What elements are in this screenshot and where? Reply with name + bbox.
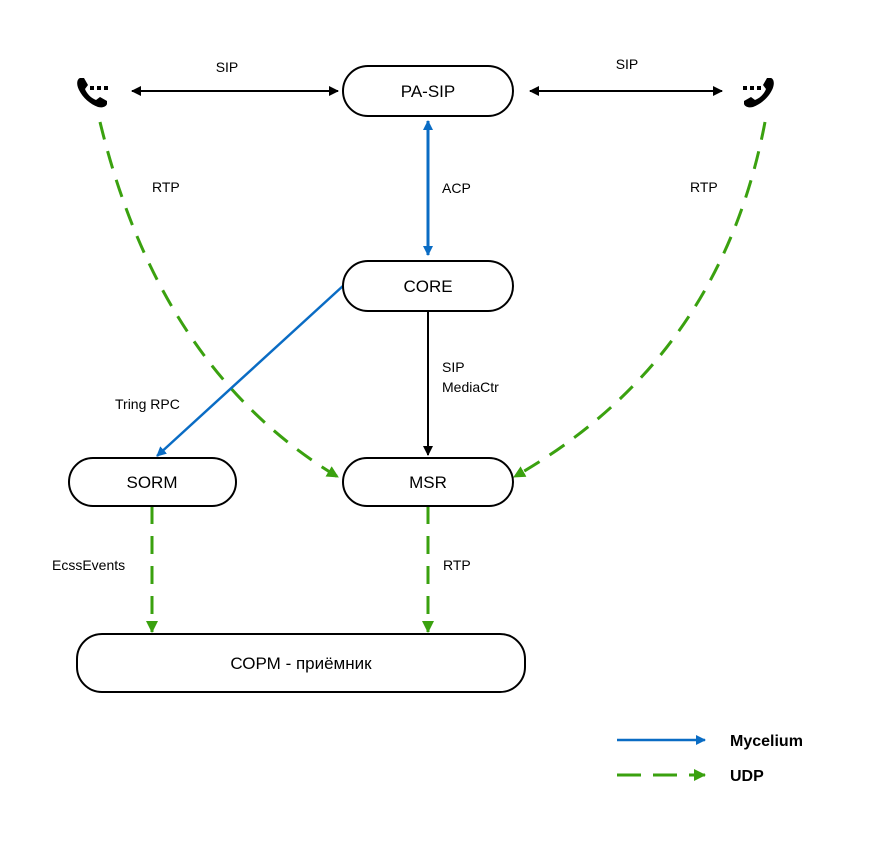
edge-tring-rpc [156,284,345,457]
label-core-msr-line2: MediaCtr [442,379,499,395]
label-sip-right: SIP [616,56,639,72]
label-rtp-msr: RTP [443,557,471,573]
edge-rtp-left [98,121,339,479]
node-sorm-receiver[interactable]: СОРМ - приёмник [76,633,526,693]
node-sorm[interactable]: SORM [68,457,237,507]
legend: Mycelium UDP [617,733,803,785]
phone-left-icon [77,78,108,108]
node-core-label: CORE [403,277,452,296]
node-sorm-label: SORM [127,473,178,492]
label-core-msr-line1: SIP [442,359,465,375]
node-pa-sip[interactable]: PA-SIP [342,65,514,117]
node-msr-label: MSR [409,473,447,492]
label-tring-rpc: Tring RPC [115,396,180,412]
label-rtp-left: RTP [152,179,180,195]
node-pa-sip-label: PA-SIP [401,82,455,101]
legend-udp-label: UDP [730,768,764,785]
label-ecss-events: EcssEvents [52,557,125,573]
phone-right-icon [743,78,774,108]
edge-rtp-right [513,121,767,479]
legend-mycelium-label: Mycelium [730,733,803,750]
label-rtp-right: RTP [690,179,718,195]
node-sorm-receiver-label: СОРМ - приёмник [230,654,372,673]
label-acp: ACP [442,180,471,196]
node-msr[interactable]: MSR [342,457,514,507]
node-core[interactable]: CORE [342,260,514,312]
label-sip-left: SIP [216,59,239,75]
